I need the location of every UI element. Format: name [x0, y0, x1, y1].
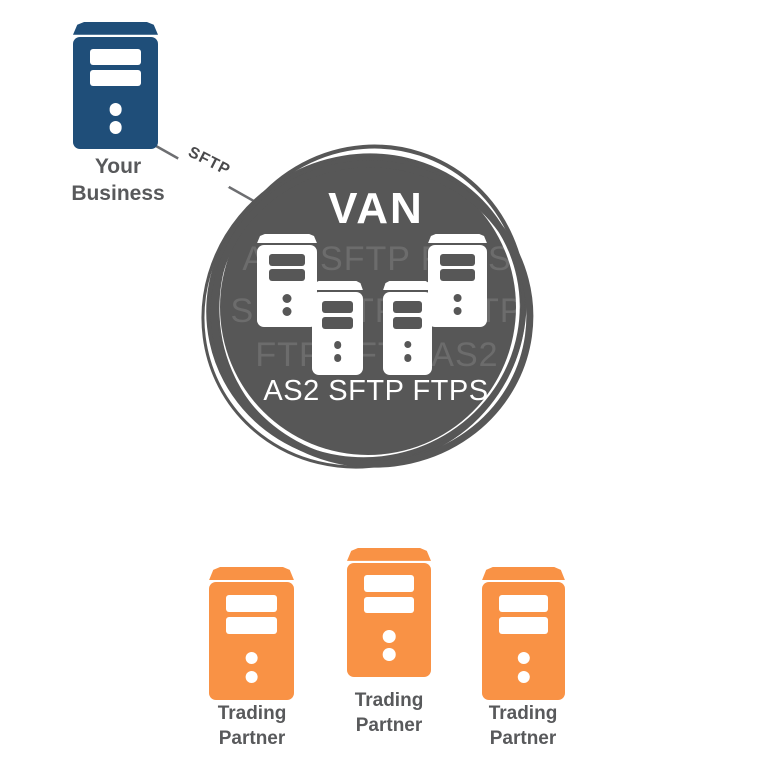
server-slot — [363, 575, 415, 592]
server-slot — [392, 301, 423, 314]
van-server-icon — [312, 281, 363, 375]
server-led — [282, 293, 292, 303]
server-slot — [269, 254, 305, 267]
partner-server-icon — [209, 567, 294, 700]
server-led — [517, 651, 530, 665]
server-slot — [226, 595, 277, 613]
server-cap — [312, 281, 363, 291]
van-server-icon — [383, 281, 432, 375]
server-slot — [90, 69, 141, 87]
your-business-label: Your Business — [71, 155, 165, 205]
server-cap — [209, 567, 294, 581]
trading-partner-label: Trading Partner — [217, 703, 287, 749]
server-body — [209, 582, 294, 700]
server-led — [109, 120, 122, 134]
server-body — [428, 245, 487, 327]
server-body — [383, 292, 432, 375]
van-server-icon — [257, 234, 317, 327]
server-body — [257, 245, 317, 327]
server-slot — [439, 254, 476, 267]
server-cap — [347, 548, 431, 561]
server-slot — [392, 316, 423, 329]
server-slot — [498, 595, 549, 613]
server-slot — [322, 316, 353, 329]
server-led — [333, 341, 342, 349]
server-body — [347, 562, 431, 677]
server-body — [73, 36, 158, 149]
van-server-icon — [428, 234, 487, 327]
trading-partner-label: Trading Partner — [488, 703, 558, 749]
server-cap — [257, 234, 317, 244]
van-protocols-label: AS2 SFTP FTPS — [263, 375, 489, 407]
server-led — [109, 102, 122, 116]
trading-partner-label: Trading Partner — [354, 690, 424, 736]
server-led — [517, 670, 530, 683]
van-circle — [201, 144, 534, 469]
server-cap — [73, 22, 158, 35]
server-slot — [498, 617, 549, 635]
server-led — [245, 670, 258, 684]
server-slot — [439, 269, 476, 282]
server-led — [382, 630, 396, 643]
van-watermark-text: FTP SFTP AS2 — [255, 336, 499, 374]
business-server-icon — [73, 22, 158, 149]
server-led — [453, 306, 462, 316]
server-cap — [428, 234, 487, 244]
server-led — [403, 354, 412, 362]
server-slot — [269, 269, 305, 282]
partner-server-icon — [482, 567, 565, 700]
server-led — [453, 293, 462, 303]
server-body — [312, 292, 363, 375]
server-led — [282, 306, 292, 316]
server-slot — [322, 301, 353, 314]
server-slot — [363, 596, 415, 614]
server-cap — [383, 281, 432, 291]
partner-server-icon — [347, 548, 431, 677]
server-cap — [482, 567, 565, 581]
van-title: VAN — [328, 184, 424, 233]
server-led — [403, 341, 412, 349]
server-slot — [90, 49, 141, 66]
server-led — [382, 648, 396, 662]
server-led — [333, 354, 342, 362]
server-body — [482, 582, 565, 700]
server-led — [245, 651, 258, 665]
server-slot — [226, 617, 277, 635]
